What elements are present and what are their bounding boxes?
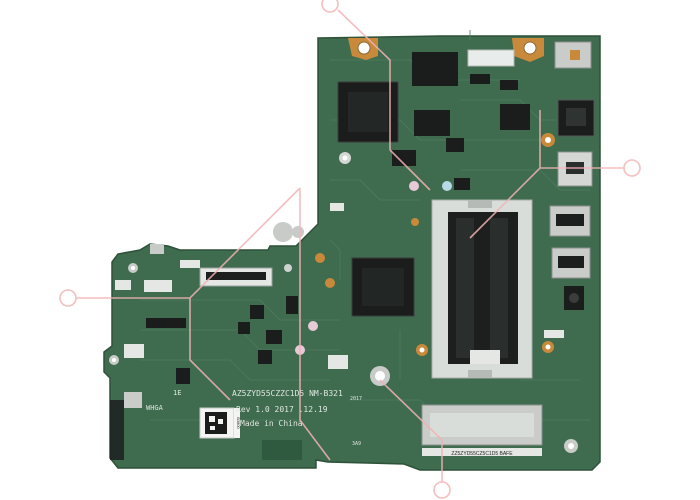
connectors (124, 203, 564, 460)
lan-chip (500, 104, 530, 130)
watermark-circle-right (623, 159, 641, 177)
ethernet-port (557, 99, 595, 137)
watermark-circle-bottom (433, 481, 451, 499)
tag-right: 3A9 (352, 441, 361, 447)
chips (146, 49, 530, 384)
pch-chip (414, 110, 450, 136)
bios-chip (467, 49, 515, 67)
silkscreen-line-1: AZ5ZYD55CZZC1D5 NM-B321 (232, 389, 343, 398)
small-mark: 1E (173, 389, 181, 397)
ram-slot (431, 199, 533, 379)
watermark (59, 0, 641, 499)
io-ports (549, 41, 595, 310)
silkscreen-line-3: Made in China (240, 419, 303, 428)
m2-slot: ZZ5ZYD55CZ5C1D5 BAFE (421, 404, 543, 457)
watermark-circle-left (59, 289, 77, 307)
left-area (110, 244, 200, 460)
silkscreen-line-2: Rev 1.0 2017 .12.19 (236, 405, 328, 414)
side-label: WHGA (146, 404, 164, 412)
vram-chip (412, 52, 458, 86)
tag-left: 2017 (350, 396, 362, 402)
qr-sticker: B3800 (199, 407, 241, 439)
strip-label: ZZ5ZYD55CZ5C1D5 BAFE (451, 451, 513, 457)
mounting-holes (109, 38, 578, 453)
watermark-circle-top (321, 0, 339, 13)
silkscreen: AZ5ZYD55CZZC1D5 NM-B321 Rev 1.0 2017 .12… (146, 389, 362, 447)
qr-caption: B3800 (236, 417, 241, 429)
capacitors (284, 181, 452, 355)
